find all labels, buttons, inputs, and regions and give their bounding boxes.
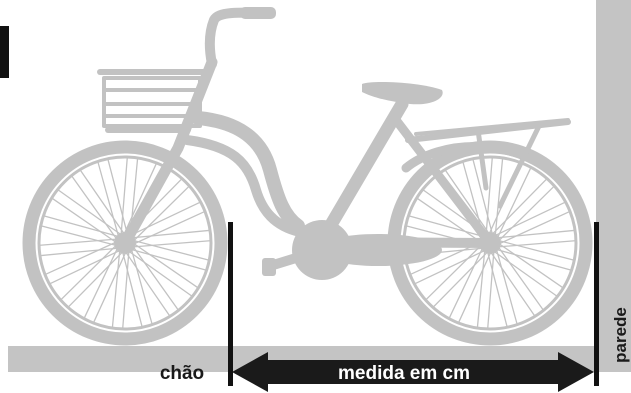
wheel-spoke <box>97 161 120 239</box>
measure-label: medida em cm <box>338 363 470 384</box>
wheel-spoke <box>495 247 518 325</box>
wall-label: parede <box>611 307 630 363</box>
wheel-spoke <box>493 201 566 237</box>
wheel-spoke <box>496 239 574 261</box>
edge-marker <box>0 26 9 78</box>
wheel-spoke <box>458 250 493 323</box>
wheel-spoke <box>425 243 483 300</box>
wheel-spoke <box>122 249 130 329</box>
wheel-spoke <box>111 248 121 328</box>
wheel-spoke <box>121 249 143 327</box>
wall <box>596 0 631 372</box>
wheel-spoke <box>496 240 576 248</box>
wheel-spoke <box>496 245 544 311</box>
wheel-spoke <box>122 163 157 236</box>
wheel-spoke <box>414 249 487 285</box>
wheel-spoke <box>448 246 484 319</box>
handlebar <box>204 7 275 69</box>
wheel-spoke <box>51 197 118 244</box>
wheel-spoke <box>495 229 575 239</box>
wheel-spoke <box>489 250 536 317</box>
floor-boundary-line <box>228 222 233 386</box>
wheel-spoke <box>497 186 555 243</box>
wheel-spoke <box>130 247 153 325</box>
lower-tube <box>182 135 305 237</box>
wheel-spoke <box>131 240 211 248</box>
wheel-spoke <box>107 159 129 237</box>
wheel-spoke <box>124 250 171 317</box>
wheel-spoke <box>57 189 123 237</box>
wheel-spoke <box>494 158 504 238</box>
front-basket <box>97 69 207 133</box>
handlebar-grip <box>240 7 276 19</box>
wheel-spoke <box>127 249 193 297</box>
down-tube <box>191 111 305 233</box>
wheel-spoke <box>496 167 532 240</box>
wheel-spoke <box>444 169 491 236</box>
wheel-spoke <box>485 157 493 237</box>
wheel-spoke <box>68 250 125 308</box>
wheel-spoke <box>486 249 508 327</box>
wheel-spoke <box>490 178 547 236</box>
wheel-spoke <box>71 175 119 241</box>
wall-boundary-line <box>594 222 599 386</box>
wheel-spoke <box>41 225 119 247</box>
wheel-spoke <box>132 211 205 246</box>
wheel-spoke <box>129 248 207 271</box>
crank-arm <box>265 245 327 271</box>
wheel-spoke <box>472 159 494 237</box>
wheel-spoke <box>79 169 126 236</box>
wheel-spoke <box>497 242 564 289</box>
wheel-spoke <box>130 229 210 239</box>
wheel-spoke <box>39 238 119 246</box>
wheel-spoke <box>497 211 570 246</box>
wheel-spoke <box>487 249 495 329</box>
wheel-spoke <box>49 249 122 285</box>
rear-rack <box>405 118 571 209</box>
wheel-spoke <box>131 245 179 311</box>
wheel-spoke <box>408 215 486 238</box>
wheel-spoke <box>128 201 201 237</box>
floor-label: chão <box>160 363 204 384</box>
pedal <box>262 258 276 276</box>
wheel-spoke <box>60 243 118 300</box>
wheel-spoke <box>132 242 199 289</box>
wheel-spoke <box>132 186 190 243</box>
wheel-spoke <box>93 250 128 323</box>
wheel-spoke <box>120 157 128 237</box>
measure-arrow <box>232 352 594 392</box>
wheel-spoke <box>43 215 121 238</box>
wheel-spoke <box>45 240 118 275</box>
wheel-spoke <box>83 246 119 319</box>
saddle <box>362 82 443 105</box>
wheel-spoke <box>494 248 572 271</box>
wheel-spoke <box>416 197 483 244</box>
bicycle-silhouette <box>22 7 593 346</box>
wheel-spoke <box>492 249 558 297</box>
rear-fender <box>401 142 561 181</box>
wheel-spoke <box>40 247 120 257</box>
wheel-spoke <box>131 239 209 261</box>
wheel-spoke <box>476 248 486 328</box>
wheel-spoke <box>433 250 490 308</box>
seat-tube <box>315 97 409 247</box>
